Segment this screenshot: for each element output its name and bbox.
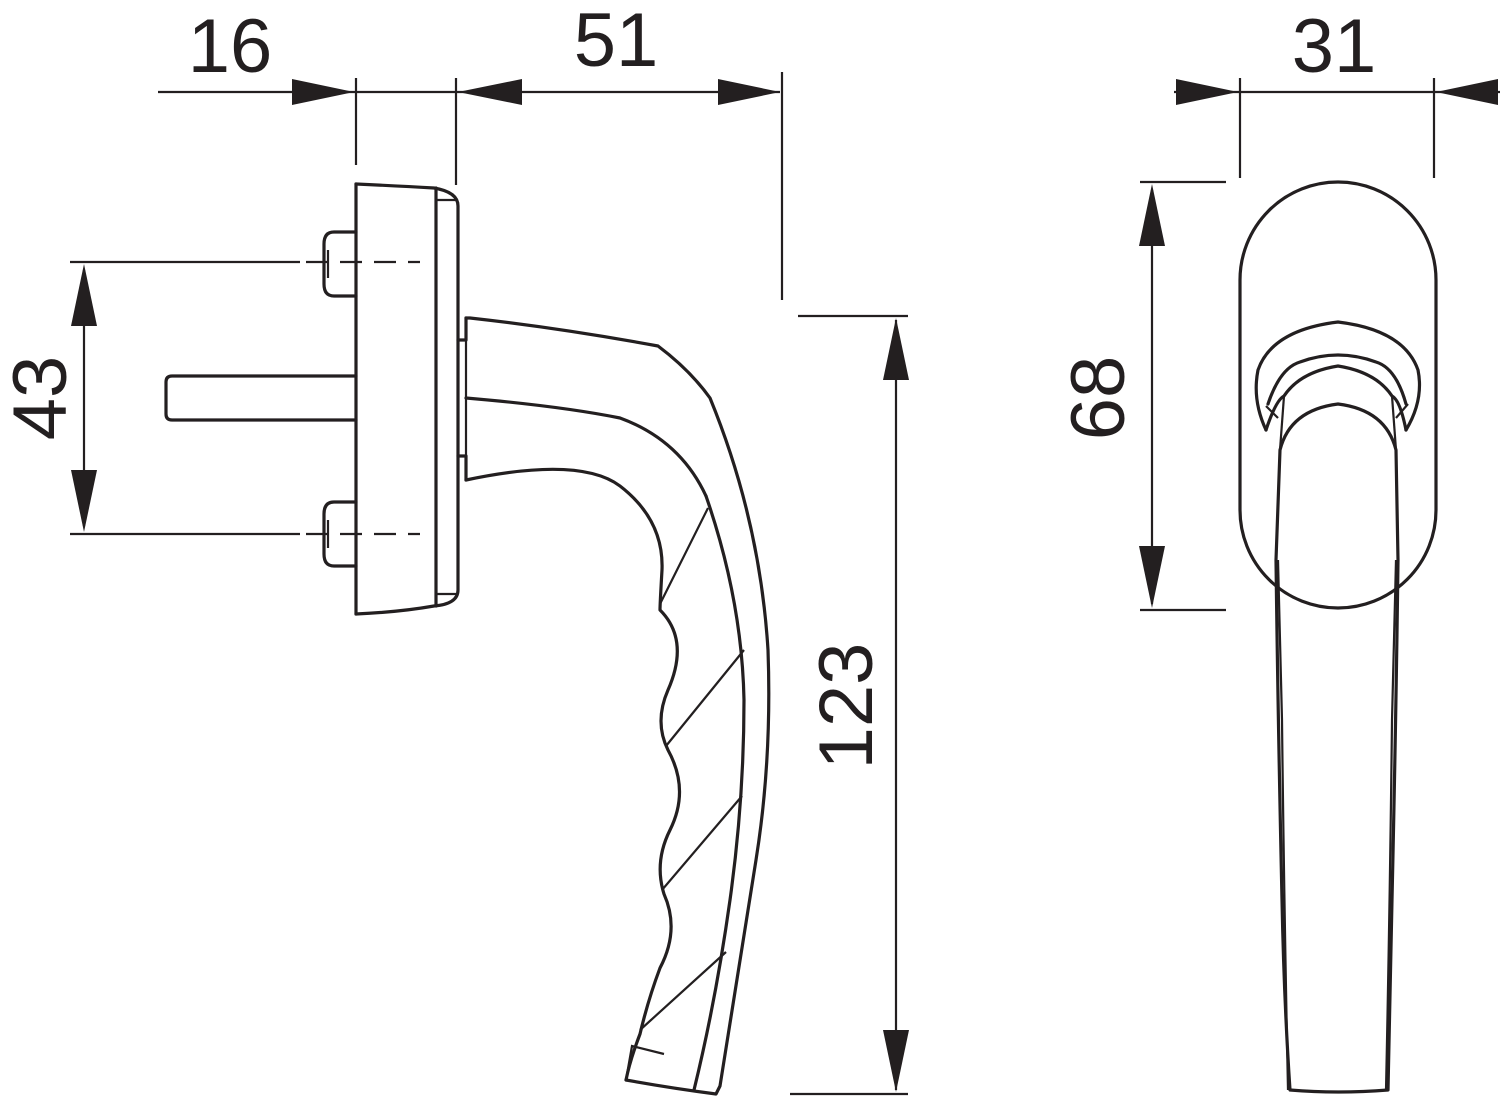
dim-123 [790, 314, 909, 1096]
dim-label-handle-length: 123 [804, 643, 889, 770]
side-view: 16 51 43 123 [0, 0, 909, 1096]
arrow-right-31 [1176, 79, 1238, 105]
arrow-up-68 [1139, 184, 1165, 246]
dim-16-and-51 [158, 72, 784, 300]
rose-collar-front [1254, 320, 1422, 432]
arrow-up-43 [71, 264, 97, 326]
dim-43 [70, 260, 300, 536]
handle-lever-front [1264, 364, 1408, 1094]
rose-plate-side [354, 182, 460, 616]
dim-label-screw-spacing: 43 [0, 356, 83, 441]
arrow-left-51 [458, 79, 522, 105]
arrow-up-123 [883, 318, 909, 380]
arrow-down-123 [883, 1030, 909, 1092]
arrow-left-31 [1436, 79, 1498, 105]
dim-label-base-depth: 16 [188, 4, 273, 89]
dim-label-rose-height: 68 [1056, 356, 1141, 441]
dim-label-handle-width: 31 [1292, 4, 1377, 89]
arrow-right-51 [718, 79, 780, 105]
arrow-down-68 [1139, 546, 1165, 608]
dim-31 [1174, 78, 1500, 178]
handle-lever-side [464, 316, 771, 1096]
screw-top [322, 230, 358, 298]
front-view: 31 68 [1056, 4, 1500, 1094]
arrow-down-43 [71, 470, 97, 532]
arrow-right-16 [292, 79, 354, 105]
spindle [164, 374, 358, 422]
dim-label-handle-projection: 51 [574, 0, 659, 83]
rose-plate-front [1238, 180, 1438, 610]
dim-68 [1139, 180, 1226, 612]
